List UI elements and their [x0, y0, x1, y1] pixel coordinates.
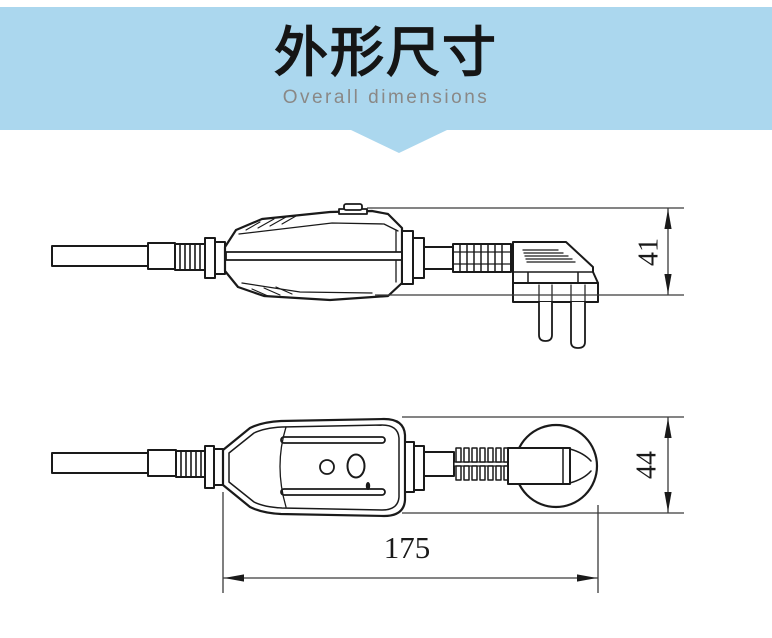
side-plug-base: [512, 282, 599, 303]
top-right-collar-outer: [404, 441, 415, 493]
top-corrugated-cord: [453, 447, 513, 481]
dim-44-arrow-up: [664, 418, 672, 438]
side-cable-sleeve: [147, 242, 176, 270]
top-cable: [51, 452, 149, 474]
top-vent-slot-lower: [280, 488, 386, 496]
dimension-44: 44: [402, 416, 684, 514]
top-vent-slot-upper: [280, 436, 386, 444]
side-cable: [51, 245, 149, 267]
side-strain-relief: [174, 243, 206, 271]
dim-44-label: 44: [632, 451, 663, 479]
dim-175-arrow-right: [577, 574, 597, 582]
dimension-175: 175: [222, 492, 599, 593]
top-gland-outer: [204, 445, 215, 489]
side-corrugated-cord: [452, 243, 512, 273]
dim-175-arrow-left: [224, 574, 244, 582]
dim-41-label: 41: [634, 238, 665, 266]
side-body-hatching: [245, 215, 297, 297]
side-view-drawing: [51, 203, 599, 349]
top-body-outline-outer: [221, 417, 407, 518]
page-subtitle: Overall dimensions: [282, 87, 490, 108]
side-right-collar-inner: [412, 237, 425, 279]
side-plug-grip-ribs: [522, 249, 576, 263]
top-reset-button: [346, 453, 366, 479]
top-small-mark: [365, 482, 371, 490]
side-seam-band: [225, 251, 413, 261]
dim-175-label: 175: [384, 530, 431, 565]
top-body-outline-inner: [228, 424, 400, 511]
top-plug-head: [507, 423, 599, 509]
dimension-41: 41: [367, 207, 684, 296]
top-indicator-light: [319, 459, 335, 475]
header-content: 外形尺寸 Overall dimensions: [0, 7, 772, 109]
side-test-button: [338, 203, 368, 215]
header-notch-triangle: [351, 130, 447, 153]
header-band: 外形尺寸 Overall dimensions: [0, 7, 772, 130]
top-view-drawing: [51, 417, 599, 518]
top-right-collar-inner: [413, 445, 425, 491]
side-cord-shaft: [423, 246, 454, 270]
side-plug-head: [512, 241, 599, 303]
top-body-neck-curve: [279, 426, 287, 508]
top-cable-sleeve: [147, 449, 177, 477]
side-plug-pins: [538, 301, 586, 349]
page-title: 外形尺寸: [274, 23, 498, 83]
top-strain-relief: [175, 450, 206, 478]
dim-44-arrow-down: [664, 492, 672, 512]
top-gland-inner: [213, 448, 224, 486]
side-body-bottom-inner-line: [241, 282, 373, 294]
dim-41-arrow-up: [664, 209, 672, 229]
top-cord-shaft: [423, 451, 455, 477]
side-right-collar-outer: [401, 230, 414, 285]
dim-41-arrow-down: [664, 274, 672, 294]
side-gland-outer: [204, 237, 216, 279]
side-body-top-inner-line: [238, 222, 399, 235]
side-gland-inner: [214, 241, 226, 275]
